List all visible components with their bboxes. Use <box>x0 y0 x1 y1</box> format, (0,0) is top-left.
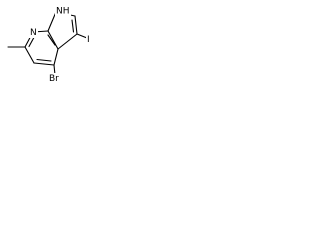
label-bg-i <box>86 34 92 45</box>
bond-c2-c3-double <box>71 19 75 33</box>
atom-label-nh: NH <box>56 7 70 17</box>
atom-label-n: N <box>30 28 37 38</box>
label-bg-n <box>29 27 38 38</box>
label-bg-nh <box>55 5 71 16</box>
bond-c4-c3a <box>53 48 59 66</box>
label-bg-br <box>48 73 63 84</box>
bond-c5-c4 <box>33 62 55 66</box>
bond-c3a-c7a-double <box>47 34 56 46</box>
bond-c7a-n1 <box>47 11 57 32</box>
bond-c5-c4-double <box>36 58 52 62</box>
bond-c3-i <box>76 33 88 39</box>
bond-c3a-c7a <box>47 30 59 50</box>
bond-c3-c3a <box>57 33 78 50</box>
chemical-structure: NH N I Br <box>7 5 92 84</box>
bond-c6-c5 <box>24 46 35 64</box>
bond-c2-c3 <box>74 15 78 35</box>
atom-label-br: Br <box>49 74 59 84</box>
atom-label-i: I <box>87 35 90 45</box>
